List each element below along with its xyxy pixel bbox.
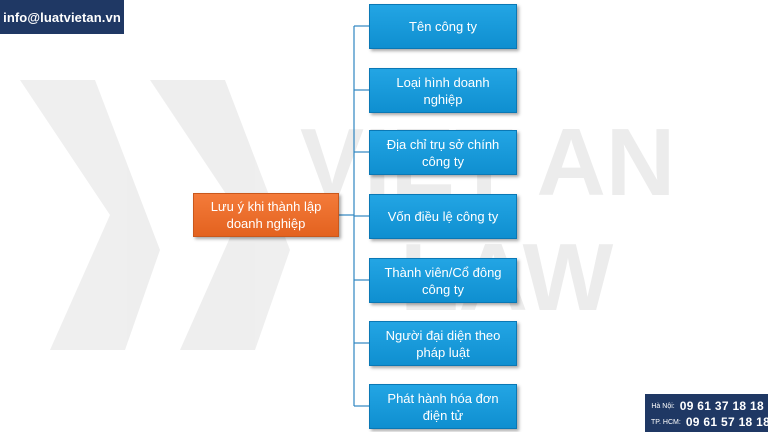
- root-node: Lưu ý khi thành lập doanh nghiệp: [193, 193, 339, 237]
- watermark-chevron-left: [20, 80, 160, 350]
- hotline-label: TP. HCM:: [651, 418, 681, 426]
- node-members-shareholders: Thành viên/Cổ đông công ty: [369, 258, 517, 303]
- hotline-box: Hà Nội: 09 61 37 18 18 TP. HCM: 09 61 57…: [645, 394, 768, 432]
- node-legal-representative: Người đại diện theo pháp luật: [369, 321, 517, 366]
- hotline-label: Hà Nội:: [651, 402, 675, 410]
- node-business-type: Loại hình doanh nghiệp: [369, 68, 517, 113]
- node-company-name: Tên công ty: [369, 4, 517, 49]
- email-banner[interactable]: info@luatvietan.vn: [0, 0, 124, 34]
- hotline-number[interactable]: 09 61 57 18 18: [685, 415, 768, 429]
- node-head-office-address: Địa chỉ trụ sở chính công ty: [369, 130, 517, 175]
- hotline-row-hcm[interactable]: TP. HCM: 09 61 57 18 18: [651, 414, 768, 430]
- node-charter-capital: Vốn điều lệ công ty: [369, 194, 517, 239]
- watermark-chevron-right: [150, 80, 290, 350]
- hotline-row-hanoi[interactable]: Hà Nội: 09 61 37 18 18: [651, 398, 764, 414]
- node-e-invoice: Phát hành hóa đơn điện tử: [369, 384, 517, 429]
- hotline-number[interactable]: 09 61 37 18 18: [679, 399, 764, 413]
